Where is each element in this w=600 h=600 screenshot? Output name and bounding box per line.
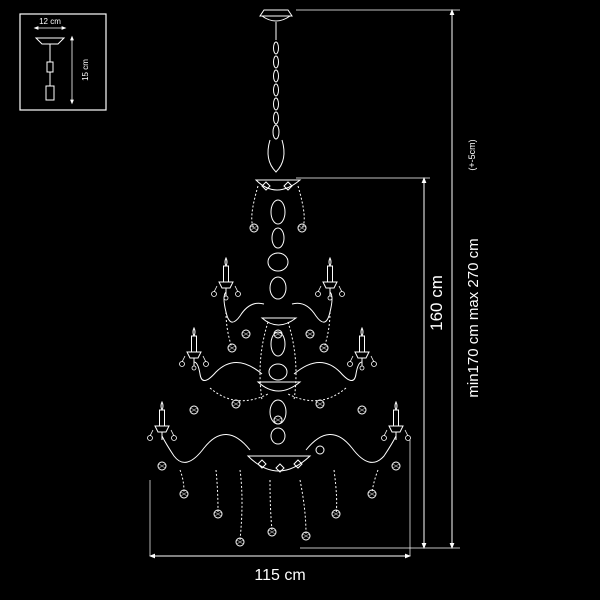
inset-width-label: 12 cm — [39, 17, 61, 26]
tier2-arms — [179, 327, 377, 381]
width-label: 115 cm — [254, 567, 305, 584]
dimension-lines — [149, 9, 460, 559]
canopy — [259, 9, 293, 22]
tolerance-label: (+-5cm) — [467, 139, 477, 170]
tier3-arms — [147, 401, 411, 463]
hanging-crystals — [157, 223, 401, 547]
top-bowl — [254, 179, 302, 191]
tier2-bowl — [256, 381, 302, 392]
central-stem — [267, 199, 289, 445]
body-height-label: 160 cm — [427, 275, 446, 331]
chandelier — [147, 9, 411, 547]
inset-height-label: 15 cm — [81, 59, 90, 81]
mount-inset: 12 cm 15 cm — [19, 13, 107, 111]
chain — [267, 22, 285, 173]
inset-frame — [19, 13, 107, 111]
lower-bowl — [246, 455, 312, 472]
crystal-festoons — [179, 185, 379, 541]
tier1-bowl — [260, 317, 298, 326]
total-height-label: min170 cm max 270 cm — [465, 238, 482, 397]
tier1-arms — [211, 257, 345, 323]
